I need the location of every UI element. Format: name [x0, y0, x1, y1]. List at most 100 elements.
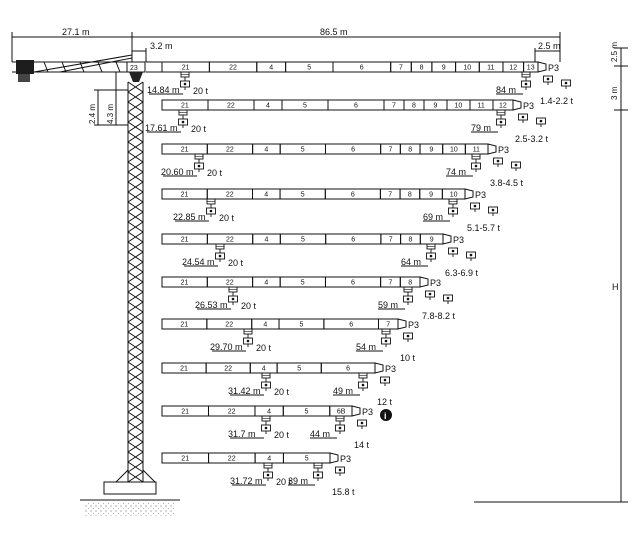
jib-tag: P3: [523, 101, 534, 111]
jib-tip: [442, 233, 452, 245]
near-reach-label: 31.7 m: [228, 429, 256, 439]
jib-tag: P3: [453, 235, 464, 245]
jib-segment-label: 4: [264, 280, 268, 287]
jib-segment-label: 5: [305, 409, 309, 416]
load-icon: [488, 206, 498, 217]
jib-segment-label: 9: [430, 237, 434, 244]
tip-hook-icon: [313, 462, 323, 482]
jib-segment-label: 7: [399, 65, 403, 72]
tip-hook-icon: [426, 243, 436, 263]
near-hook-icon: [180, 71, 190, 91]
tip-hook-icon: [448, 198, 458, 218]
jib-tip: [329, 452, 339, 464]
jib-segment-label: 8: [420, 65, 424, 72]
jib-segment-label: 11: [478, 103, 485, 110]
jib-segment-label: 22: [226, 280, 234, 287]
jib-segment-label: 4: [265, 237, 269, 244]
jib-segment-label: 5: [303, 103, 307, 110]
tip-load-label: 10 t: [400, 353, 416, 363]
jib-segment-label: 12: [509, 65, 517, 72]
jib-segment-label: 22: [227, 103, 235, 110]
jib-segment-label: 10: [455, 103, 463, 110]
jib-segment-label: 9: [429, 147, 433, 154]
jib-tip: [374, 362, 384, 374]
jib-segment-label: 22: [228, 409, 236, 416]
near-load-label: 20 t: [228, 258, 244, 268]
jib-segment-label: 4: [266, 103, 270, 110]
winch-block: [18, 74, 30, 82]
tip-load-label: 3.8-4.5 t: [490, 178, 524, 188]
jib-segment-label: 5: [301, 280, 305, 287]
near-reach-label: 24.54 m: [182, 257, 215, 267]
mast-base: [80, 481, 180, 501]
near-load-label: 20 t: [256, 343, 272, 353]
jib-segment-label: 4: [262, 366, 266, 373]
near-hook-icon: [243, 328, 253, 348]
tip-load-label: 1.4-2.2 t: [540, 96, 574, 106]
tip-reach-label: 54 m: [356, 342, 376, 352]
load-icon: [403, 332, 413, 343]
jib-segment-label: 4: [264, 192, 268, 199]
jib-segment-label: 22: [228, 456, 236, 463]
jib-segment-label: 11: [473, 147, 480, 154]
tip-hook-icon: [471, 153, 481, 173]
jib-segment-label: 5: [297, 366, 301, 373]
tip-load-label: 6.3-6.9 t: [445, 268, 479, 278]
tip-load-label: 7.8-8.2 t: [422, 311, 456, 321]
load-icon: [335, 466, 345, 477]
right-dim-mid: 3 m: [610, 86, 619, 100]
jib-segment-label: 6: [351, 280, 355, 287]
tip-load-label: 14 t: [354, 440, 370, 450]
counter-jib: [12, 48, 133, 73]
jib-segment-label: 22: [226, 192, 234, 199]
jib-length: 86.5 m: [320, 27, 348, 37]
jib-segment-label: 7: [389, 280, 393, 287]
jib-segment-label: 21: [180, 366, 188, 373]
load-icon: [380, 376, 390, 387]
near-reach-label: 20.60 m: [161, 167, 194, 177]
jib-segment-label: 7: [392, 103, 396, 110]
ground-foundation: [84, 502, 174, 516]
jib-segment-label: 5: [300, 322, 304, 329]
counter-jib-length: 27.1 m: [62, 27, 90, 37]
jib-segment-label: 22: [226, 237, 234, 244]
jib-segment-label: 4: [267, 456, 271, 463]
load-icon: [561, 79, 571, 90]
jib-segment-label: 9: [434, 103, 438, 110]
near-reach-label: 31.72 m: [230, 476, 263, 486]
jib-segment-label: 9: [429, 192, 433, 199]
jib-tip: [464, 188, 474, 200]
jib-segment-label: 5: [307, 65, 311, 72]
jib-segment-label: 7: [389, 237, 393, 244]
near-reach-label: 29.70 m: [210, 342, 243, 352]
load-icon: [470, 202, 480, 213]
jib-tag: P3: [385, 364, 396, 374]
jib-segment-label: 7: [386, 322, 390, 329]
load-icon: [466, 251, 476, 262]
jib-segment-label: 6: [346, 366, 350, 373]
near-load-label: 20 t: [207, 168, 223, 178]
tip-load-label: 2.5-3.2 t: [515, 134, 549, 144]
load-icon: [448, 247, 458, 258]
jib-segment-label: 5: [301, 237, 305, 244]
jib-segment-label: 8: [409, 237, 413, 244]
jib-tag: P3: [408, 320, 419, 330]
jib-segment-label: 22: [225, 322, 233, 329]
tip-load-label: 15.8 t: [332, 487, 355, 497]
jib-segment-label: 5: [301, 147, 305, 154]
jib-segment-label: 4: [263, 322, 267, 329]
load-icon: [493, 157, 503, 168]
tip-hook-icon: [496, 109, 506, 129]
jib-tip: [512, 99, 522, 111]
mast-dimensions: [94, 72, 128, 126]
jib-segment-label: 6: [354, 103, 358, 110]
near-load-label: 20 t: [274, 430, 290, 440]
jib-segment-label: 10: [450, 192, 458, 199]
